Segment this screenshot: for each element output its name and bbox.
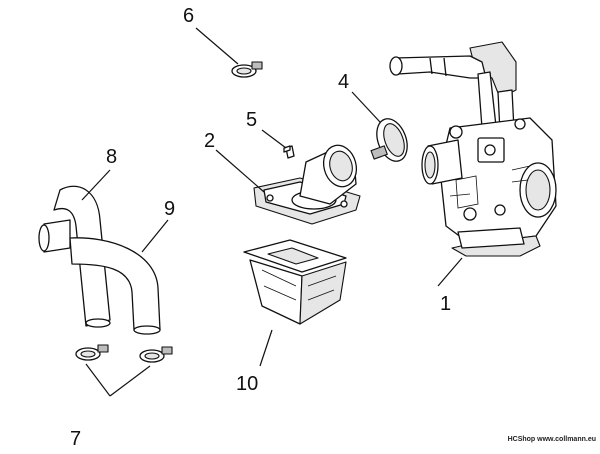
watermark: HCShop www.collmann.eu: [508, 436, 596, 443]
callout-5: 5: [246, 109, 257, 131]
part-carburetor: [389, 41, 557, 257]
callout-2: 2: [204, 130, 215, 152]
part-intake-manifold: [253, 144, 361, 225]
callout-7: 7: [70, 428, 81, 449]
callout-4: 4: [338, 71, 349, 93]
part-hose-9: [69, 237, 161, 335]
part-clamp-4: [370, 118, 408, 162]
part-clamps-7: [75, 344, 173, 363]
part-clamp-6: [231, 61, 263, 78]
callout-6: 6: [183, 5, 194, 27]
callout-1: 1: [440, 293, 451, 315]
part-reed-valve: [243, 239, 347, 325]
leader-lines: [81, 27, 463, 397]
callout-9: 9: [164, 198, 175, 220]
callout-8: 8: [106, 146, 117, 168]
callout-10: 10: [236, 373, 258, 395]
